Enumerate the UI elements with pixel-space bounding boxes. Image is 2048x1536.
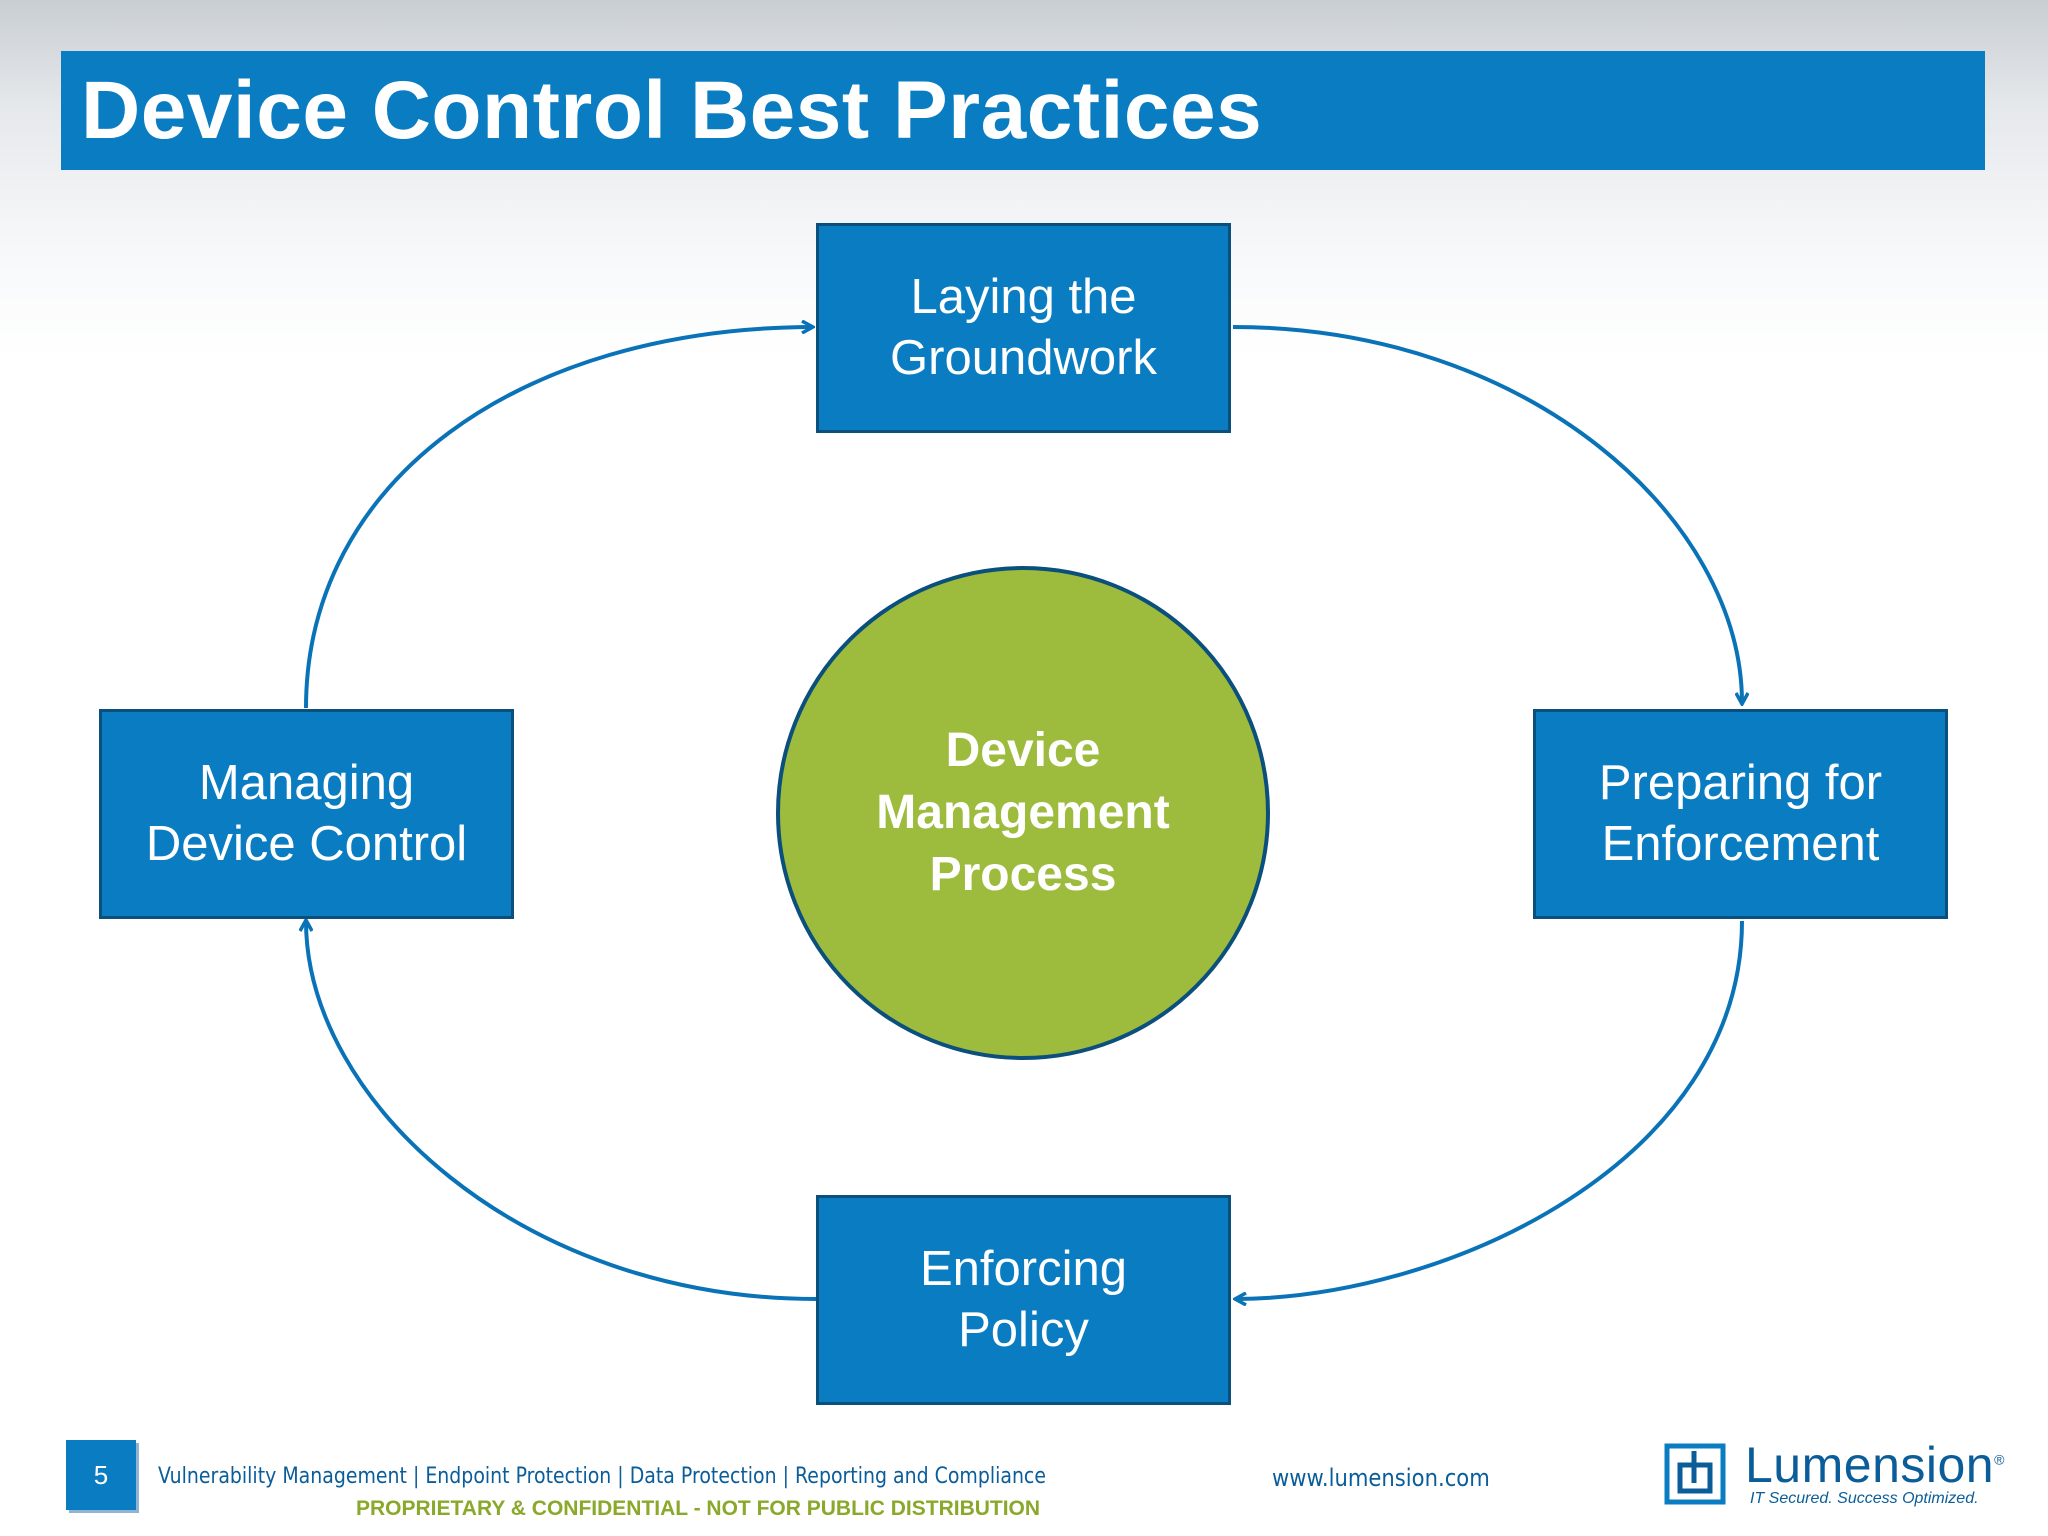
step-label-line1: Preparing for xyxy=(1598,756,1883,810)
step-label-line2: Policy xyxy=(958,1303,1089,1357)
step-label-line2: Enforcement xyxy=(1601,817,1880,871)
step-managing-device-control: Managing Device Control xyxy=(99,709,514,919)
footer-tagline: Vulnerability Management | Endpoint Prot… xyxy=(158,1464,1046,1489)
confidential-notice: PROPRIETARY & CONFIDENTIAL - NOT FOR PUB… xyxy=(356,1497,1041,1520)
center-label-line3: Process xyxy=(929,848,1117,901)
brand-name: Lumension® xyxy=(1745,1436,2005,1494)
arrow-managing-to-groundwork xyxy=(304,327,812,709)
title-bar: Device Control Best Practices xyxy=(61,51,1985,170)
center-process-circle: Device Management Process xyxy=(776,566,1270,1060)
step-laying-groundwork: Laying the Groundwork xyxy=(816,223,1231,433)
step-preparing-enforcement: Preparing for Enforcement xyxy=(1533,709,1948,919)
step-label-line2: Groundwork xyxy=(890,331,1157,385)
arrow-enforcement-prep-to-enforcing xyxy=(1236,920,1744,1299)
slide-title: Device Control Best Practices xyxy=(81,65,1263,156)
arrow-enforcing-to-managing xyxy=(306,921,817,1301)
arrow-groundwork-to-enforcement-prep xyxy=(1232,325,1742,703)
step-label-line2: Device Control xyxy=(145,817,468,871)
brand-name-text: Lumension xyxy=(1745,1437,1995,1493)
brand-trademark: ® xyxy=(1994,1451,2005,1468)
step-label-line1: Managing xyxy=(198,756,415,810)
step-enforcing-policy: Enforcing Policy xyxy=(816,1195,1231,1405)
center-label-line1: Device xyxy=(945,724,1101,777)
step-label-line1: Enforcing xyxy=(919,1242,1127,1296)
lumension-logo-icon xyxy=(1664,1443,1726,1505)
slide-number: 5 xyxy=(66,1440,136,1510)
step-label-line1: Laying the xyxy=(910,270,1137,324)
footer-url: www.lumension.com xyxy=(1272,1464,1490,1492)
center-label-line2: Management xyxy=(876,786,1170,839)
brand-tagline: IT Secured. Success Optimized. xyxy=(1750,1490,1979,1507)
